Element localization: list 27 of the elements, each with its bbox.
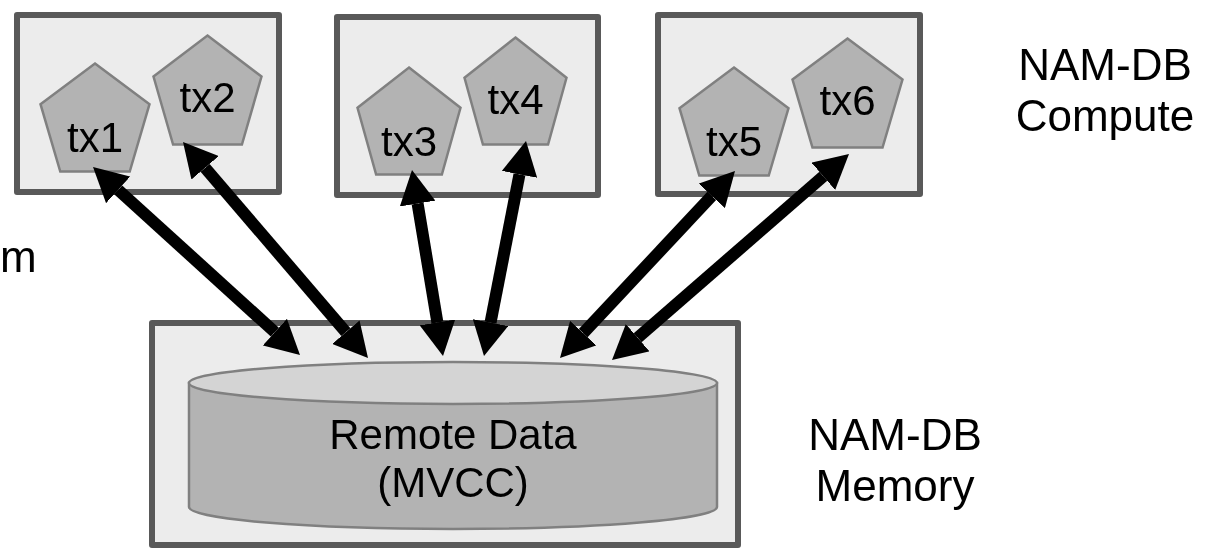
transaction-label: tx2: [178, 74, 237, 123]
pentagon-shape: [791, 37, 904, 149]
pentagon-shape: [356, 66, 462, 176]
transaction-label: tx4: [486, 76, 545, 125]
layer-label: NAM-DB Memory: [807, 410, 983, 512]
transaction-label: tx6: [818, 77, 877, 126]
transaction-label: tx5: [705, 118, 763, 167]
pentagon-shape: [463, 36, 568, 146]
layer-label: NAM-DB Compute: [1014, 40, 1196, 142]
double-arrow: [560, 171, 735, 358]
container-box: [655, 12, 923, 197]
database-label: Remote Data (MVCC): [328, 411, 578, 508]
layer-label: m: [0, 232, 38, 283]
double-arrow: [93, 167, 300, 355]
transaction-label: tx3: [380, 118, 438, 167]
pentagon-shape: [678, 66, 790, 177]
double-arrow: [612, 154, 849, 360]
double-arrow: [399, 170, 456, 356]
double-arrow: [183, 142, 368, 358]
pentagon-shape: [39, 62, 151, 173]
container-box: [14, 12, 282, 195]
double-arrow: [472, 141, 538, 356]
database-cylinder: [188, 361, 718, 529]
container-box: [149, 320, 741, 548]
transaction-label: tx1: [66, 114, 124, 163]
container-box: [334, 14, 601, 198]
pentagon-shape: [152, 34, 263, 146]
